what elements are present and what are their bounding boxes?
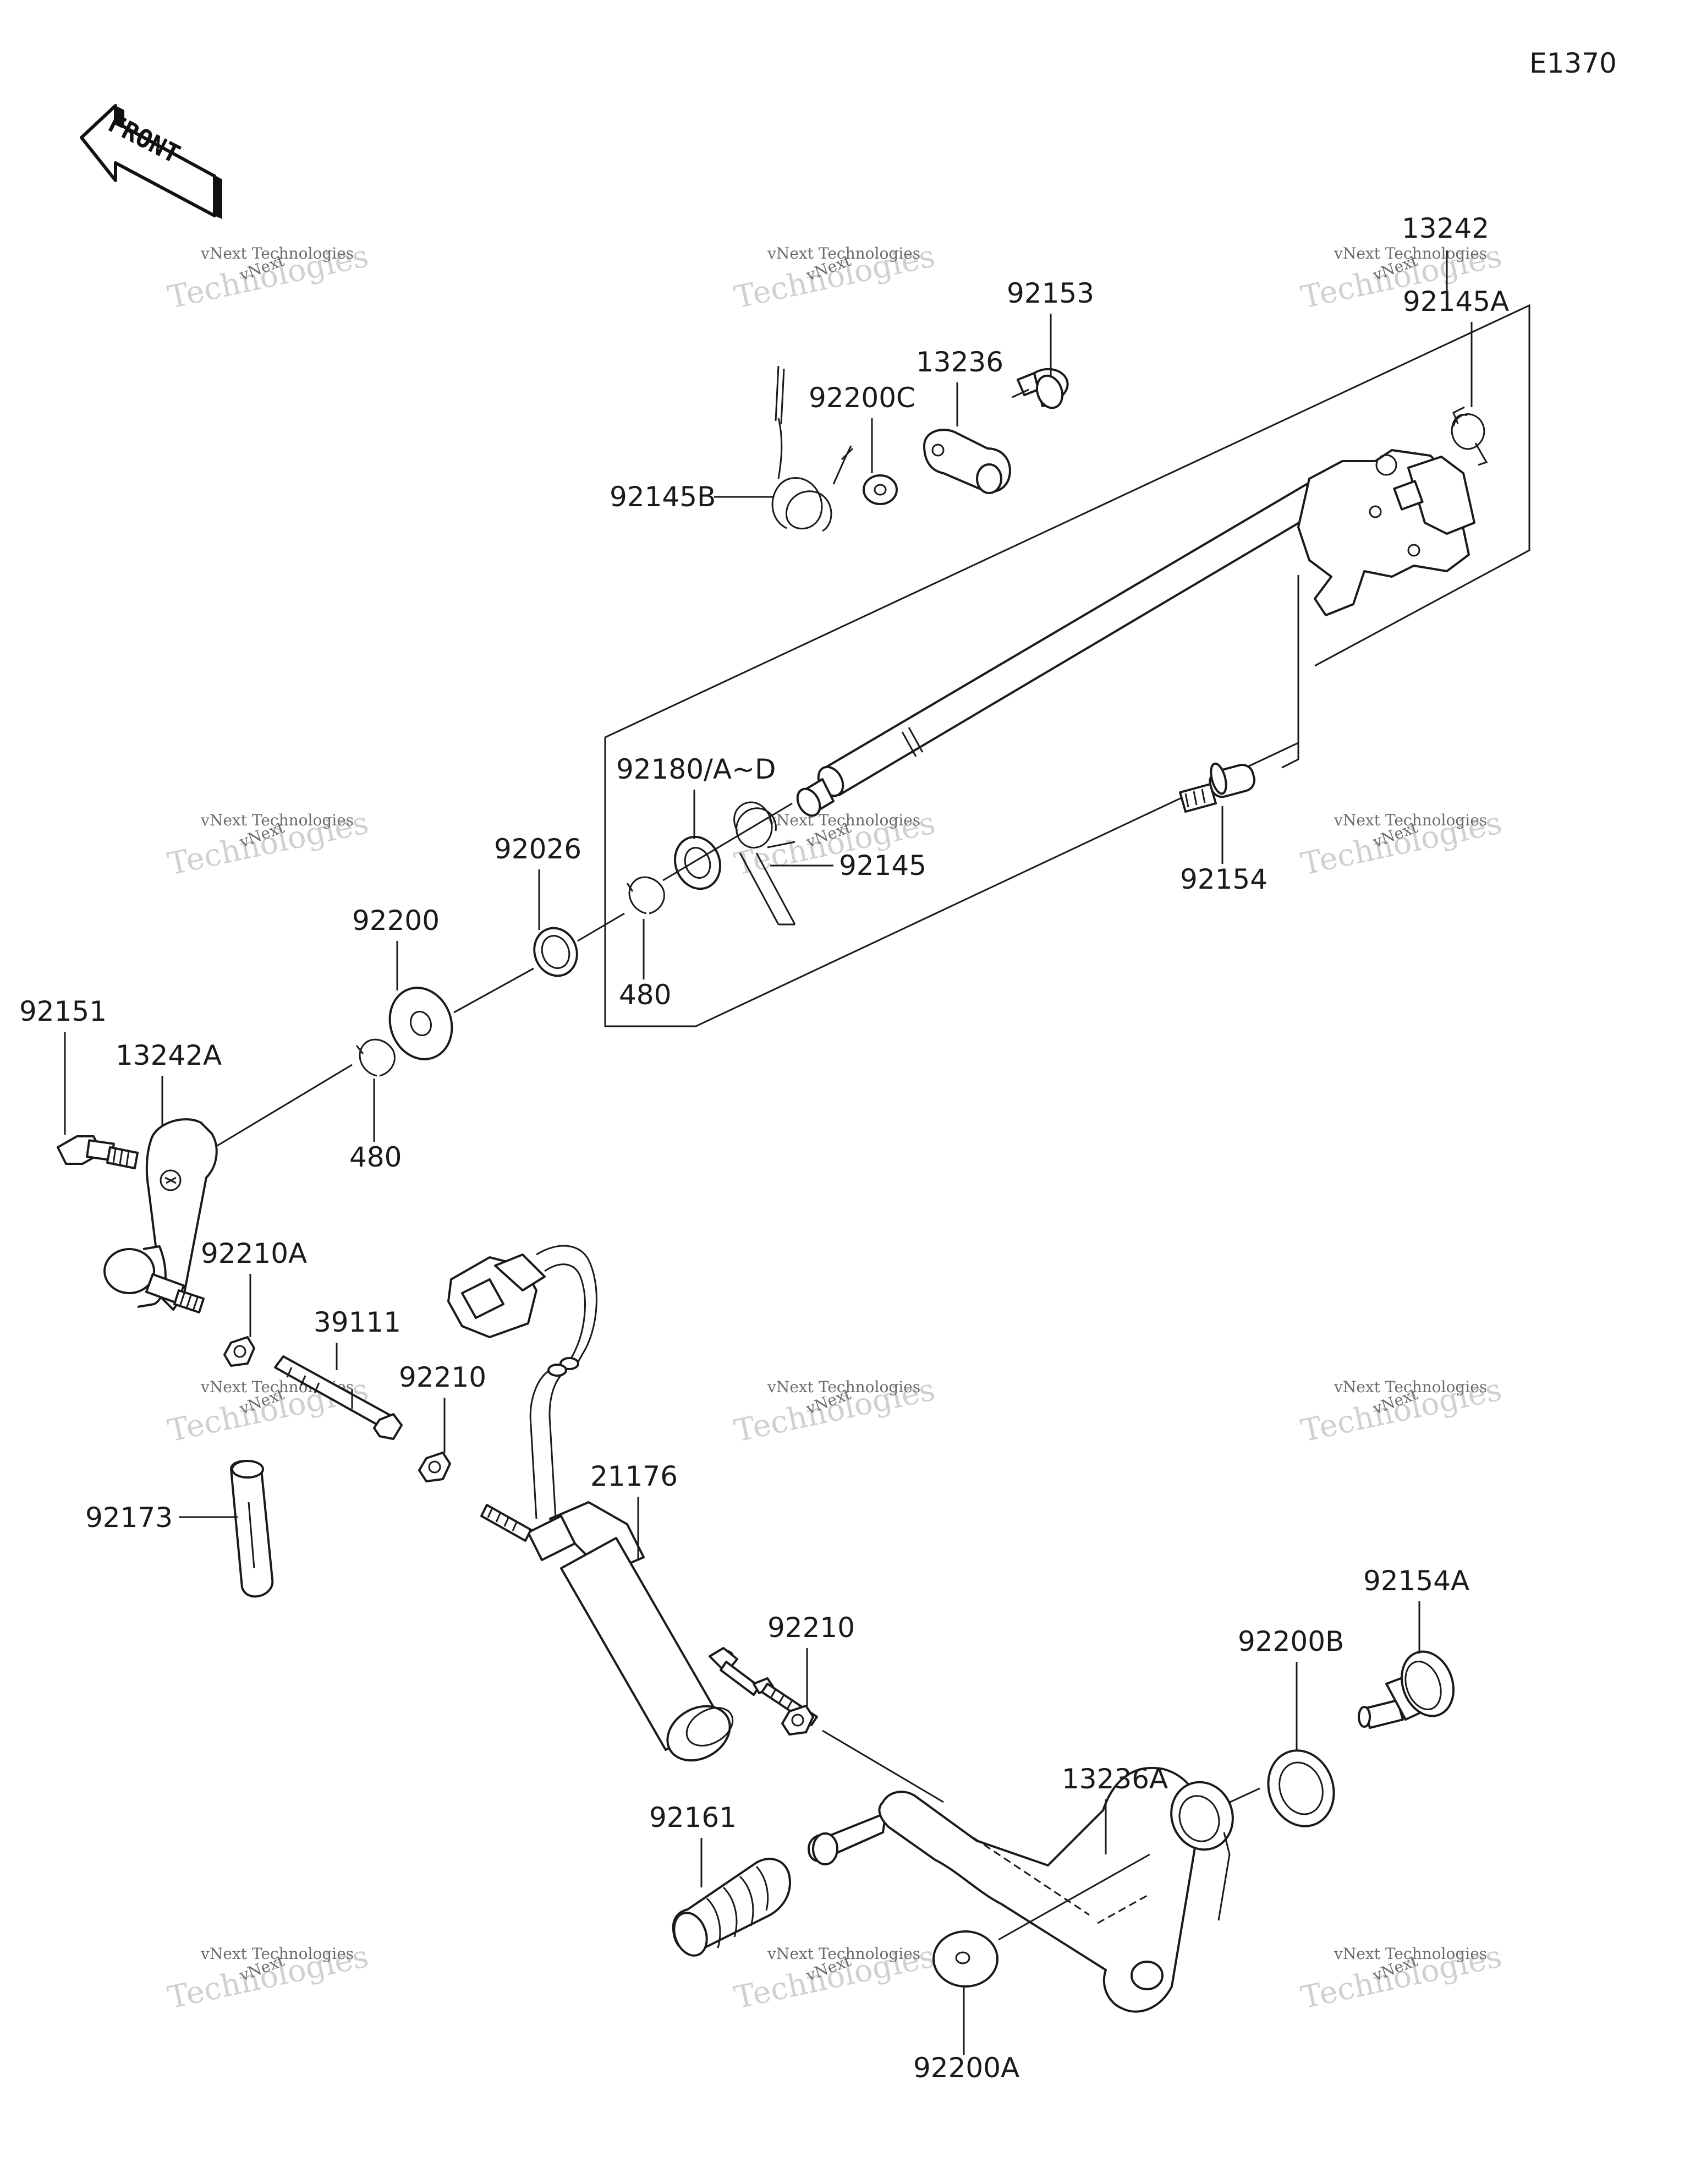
part-label-480-lower: 480: [349, 1141, 402, 1173]
washer-92200B-part: [1267, 1749, 1335, 1827]
svg-text:vNext Technologies: vNext Technologies: [767, 1945, 920, 1963]
shift-rod-39111-part: [274, 1355, 403, 1440]
assembly-outline: [604, 737, 1299, 1027]
bolt-92153-part: [1012, 368, 1069, 409]
nut-92210-part: [418, 1452, 451, 1482]
shift-sensor-21176-part: [447, 1245, 818, 1762]
shift-pedal-13236A-part: [808, 1766, 1234, 2013]
diagram-code: E1370: [1529, 47, 1617, 79]
part-label-480-upper: 480: [619, 979, 671, 1011]
bolt-92151-part: [57, 1135, 139, 1169]
part-label-13242A: 13242A: [116, 1039, 222, 1071]
part-label-92200B: 92200B: [1238, 1625, 1344, 1657]
part-label-92161: 92161: [649, 1802, 737, 1833]
part-label-92145B: 92145B: [610, 481, 716, 513]
part-label-92210A: 92210A: [201, 1238, 307, 1269]
part-label-92200C: 92200C: [809, 382, 915, 414]
pivot-pin-92154A-part: [1358, 1650, 1455, 1729]
oil-seal-part: [673, 835, 722, 890]
svg-text:vNext Technologies: vNext Technologies: [1334, 811, 1487, 829]
part-label-92154: 92154: [1180, 863, 1268, 895]
part-label-13236: 13236: [916, 346, 1003, 378]
assembly-outline: [605, 304, 1530, 738]
svg-text:vNext Technologies: vNext Technologies: [1334, 1945, 1487, 1963]
svg-text:vNext Technologies: vNext Technologies: [1334, 244, 1487, 262]
svg-text:vNext Technologies: vNext Technologies: [200, 1945, 354, 1963]
svg-text:vNext Technologies: vNext Technologies: [767, 244, 920, 262]
part-label-21176: 21176: [590, 1460, 678, 1492]
washer-92026-part: [533, 927, 578, 977]
circlip-480-part: [626, 876, 665, 915]
svg-text:vNext Technologies: vNext Technologies: [200, 244, 354, 262]
part-label-13242: 13242: [1402, 212, 1489, 244]
lever-13236-part: [923, 429, 1011, 494]
shift-arm-13242A-part: [103, 1118, 218, 1313]
front-arrow-icon: FRONT: [80, 104, 222, 219]
svg-text:vNext Technologies: vNext Technologies: [1334, 1378, 1487, 1396]
part-label-13236A: 13236A: [1062, 1763, 1168, 1795]
part-label-92151: 92151: [19, 995, 107, 1027]
return-spring-part: [1451, 406, 1488, 466]
torsion-spring-92145-part: [733, 801, 796, 926]
part-label-92210-lower: 92210: [767, 1612, 855, 1644]
washer-92200A-part: [932, 1930, 998, 1988]
part-label-92145: 92145: [839, 850, 926, 882]
washer-92200C-part: [863, 474, 898, 505]
part-label-92200A: 92200A: [913, 2052, 1019, 2084]
svg-text:vNext Technologies: vNext Technologies: [767, 1378, 920, 1396]
part-label-92200: 92200: [352, 905, 440, 937]
coil-spring-92145B-part: [771, 365, 854, 532]
part-label-39111: 39111: [314, 1306, 401, 1338]
part-label-92026: 92026: [494, 833, 581, 865]
pedal-rubber-92161-part: [672, 1858, 791, 1957]
shift-shaft-part: [796, 449, 1475, 817]
part-label-92145A: 92145A: [1403, 286, 1509, 318]
part-label-92180: 92180/A~D: [616, 753, 776, 785]
svg-text:vNext Technologies: vNext Technologies: [200, 811, 354, 829]
part-label-92210-upper: 92210: [399, 1361, 486, 1393]
washer-92200-part: [388, 987, 453, 1060]
nut-92210A-part: [223, 1336, 255, 1367]
part-label-92173: 92173: [85, 1502, 173, 1534]
circlip-480-part: [355, 1038, 396, 1077]
svg-text:vNext Technologies: vNext Technologies: [767, 811, 920, 829]
cotter-pin-92173-part: [230, 1460, 274, 1598]
part-label-92153: 92153: [1007, 277, 1094, 309]
nut-92210-part: [781, 1705, 814, 1736]
pin-92154-part: [1179, 762, 1256, 813]
part-label-92154A: 92154A: [1363, 1565, 1469, 1597]
